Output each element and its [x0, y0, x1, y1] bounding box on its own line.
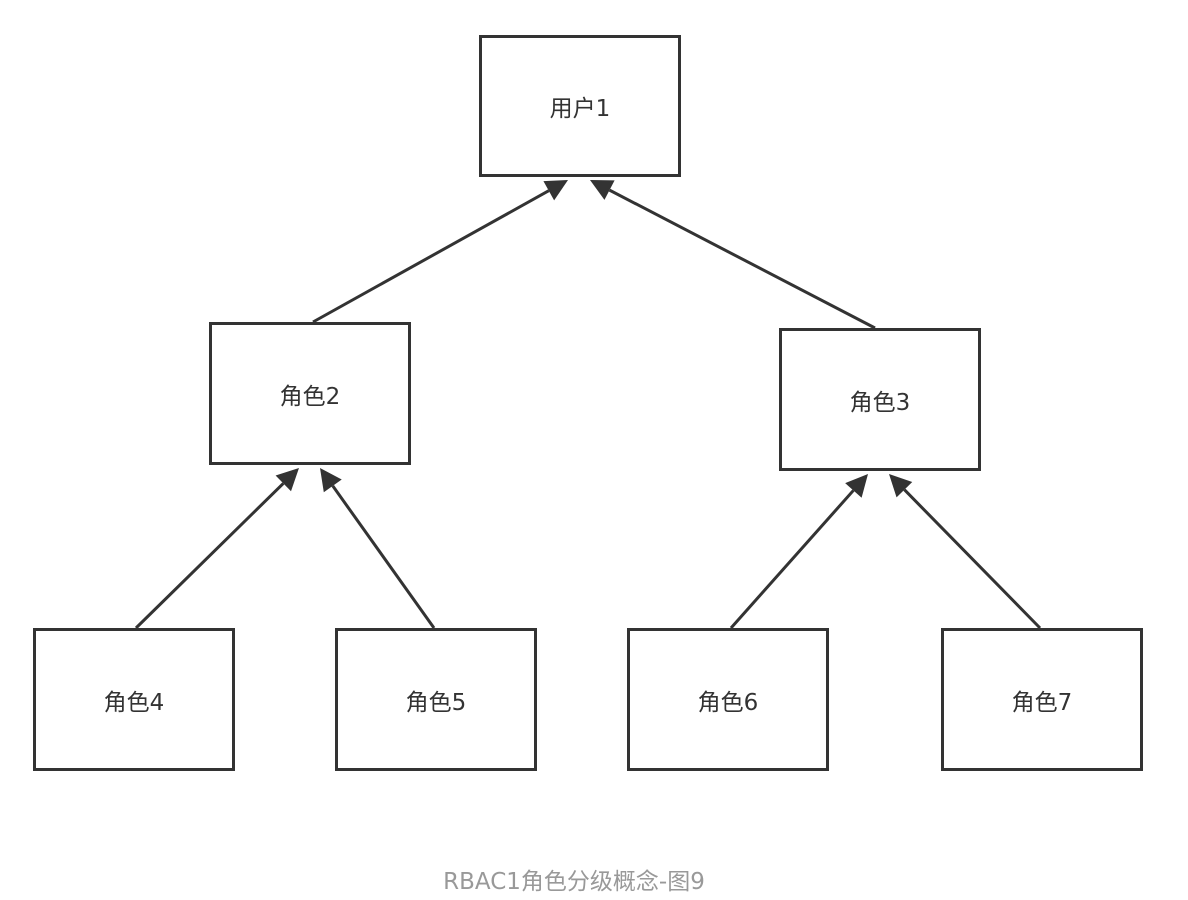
node-role2: 角色2	[209, 322, 411, 465]
figure-caption: RBAC1角色分级概念-图9	[443, 869, 705, 895]
edge-role6-to-role3	[729, 489, 855, 629]
edge-role3-to-user1	[608, 188, 876, 330]
node-label: 角色4	[103, 689, 165, 716]
edge-role5-to-role2	[331, 485, 436, 629]
node-role3: 角色3	[779, 328, 981, 471]
node-label: 角色3	[849, 389, 911, 416]
node-role6: 角色6	[627, 628, 829, 771]
node-role7: 角色7	[941, 628, 1143, 771]
node-label: 用户1	[549, 96, 611, 122]
node-user1: 用户1	[479, 35, 681, 177]
arrowhead-role7-to-role3	[889, 474, 913, 498]
node-role5: 角色5	[335, 628, 537, 771]
node-label: 角色6	[697, 689, 759, 716]
arrowhead-role4-to-role2	[275, 468, 299, 492]
node-label: 角色5	[405, 689, 467, 716]
edge-role2-to-user1	[312, 189, 550, 324]
arrowhead-role5-to-role2	[320, 468, 342, 493]
edge-role4-to-role2	[134, 482, 285, 630]
arrowhead-role2-to-user1	[543, 180, 568, 201]
edge-role7-to-role3	[903, 488, 1042, 630]
node-label: 角色7	[1011, 689, 1073, 716]
arrowhead-role3-to-user1	[590, 180, 615, 200]
arrowhead-role6-to-role3	[845, 474, 868, 498]
node-role4: 角色4	[33, 628, 235, 771]
node-label: 角色2	[279, 383, 341, 410]
